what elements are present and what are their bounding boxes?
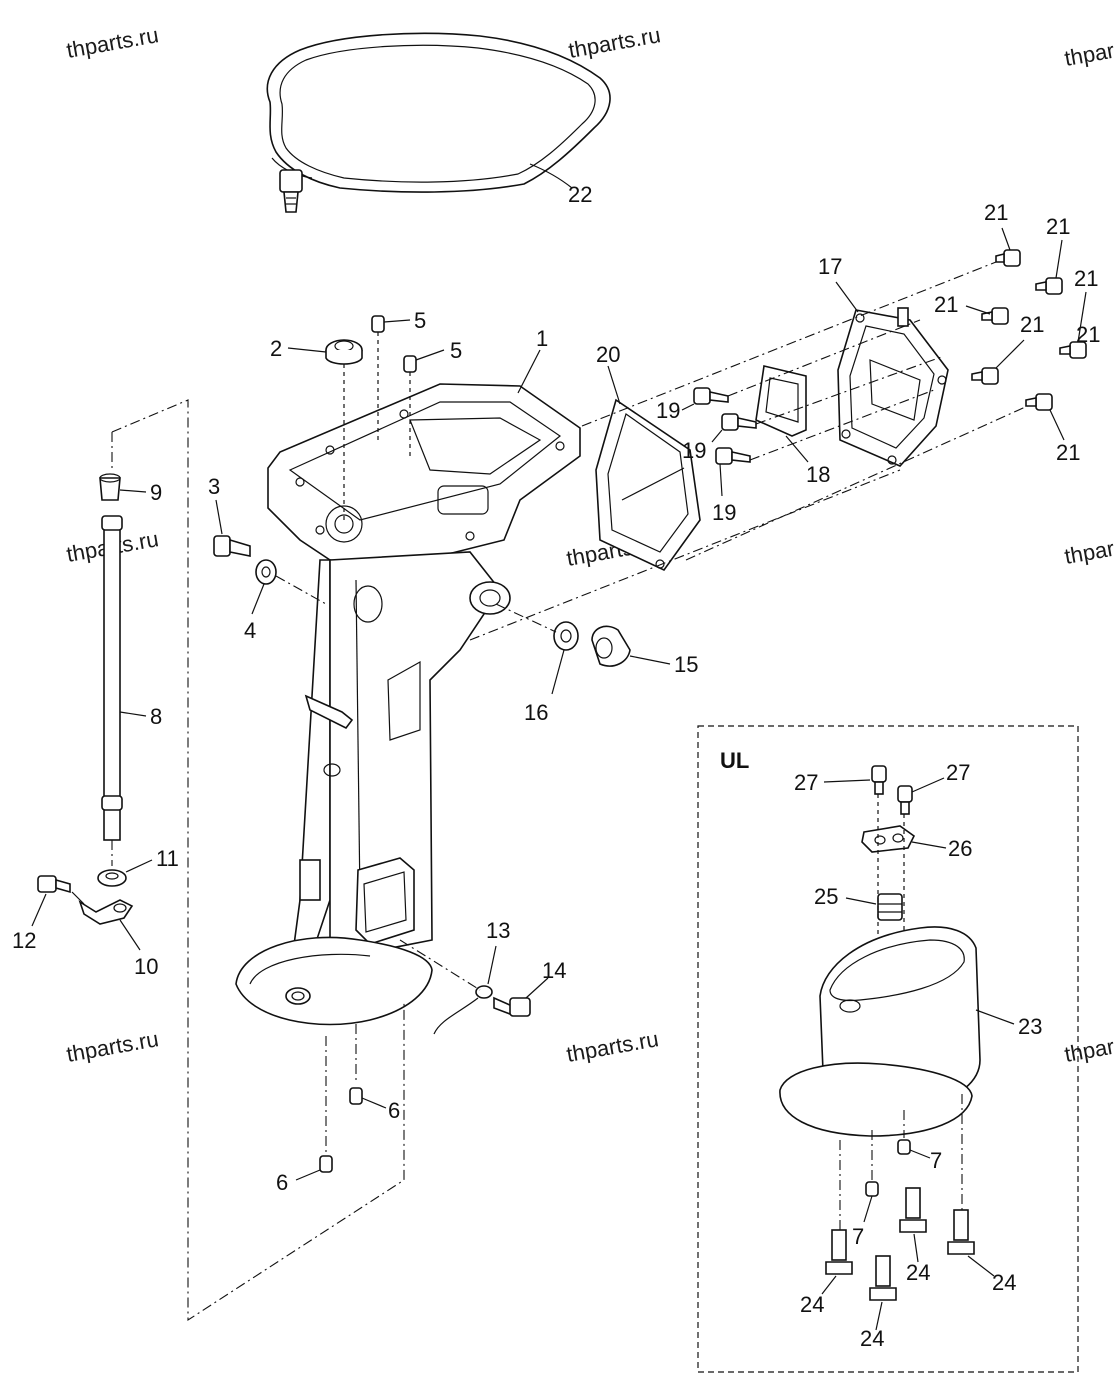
gasket-part-20 [595, 398, 701, 572]
callout-label: 6 [276, 1170, 288, 1195]
callout-label: 13 [486, 918, 510, 943]
callout-label: 21 [1074, 266, 1098, 291]
bolt-part-24 [825, 1187, 975, 1301]
callout-label: 27 [946, 760, 970, 785]
dowel-pin-part-7 [865, 1139, 911, 1197]
callout-label: 21 [1020, 312, 1044, 337]
plate-part-18 [755, 365, 807, 437]
callout-label: 19 [682, 438, 706, 463]
extension-plate-part-23 [779, 926, 981, 1137]
watermark: thparts.ru [65, 1026, 161, 1067]
callout-label: 6 [388, 1098, 400, 1123]
grommet-part-9 [99, 473, 121, 501]
watermark: thpar [1063, 536, 1115, 569]
watermark: thparts.ru [65, 22, 161, 63]
callout-label: 1 [536, 326, 548, 351]
callout-label: 5 [450, 338, 462, 363]
callout-label: 24 [800, 1292, 824, 1317]
callout-label: 2 [270, 336, 282, 361]
bolt-part-12 [37, 875, 71, 894]
bolt-part-19 [693, 387, 757, 465]
callout-label: 21 [1076, 322, 1100, 347]
water-tube-part-8 [101, 515, 123, 841]
gasket-part-16 [553, 621, 579, 651]
plate-part-26 [861, 825, 916, 853]
callout-label: 19 [656, 398, 680, 423]
callout-label: 8 [150, 704, 162, 729]
callout-label: 10 [134, 954, 158, 979]
bolt-part-27 [871, 765, 913, 815]
plug-part-15 [591, 625, 631, 667]
callout-label: 21 [934, 292, 958, 317]
ul-inset-frame [697, 725, 1079, 1373]
callout-label: 20 [596, 342, 620, 367]
bolt-part-14 [493, 996, 531, 1017]
callout-label: 22 [568, 182, 592, 207]
callout-label: 11 [156, 846, 179, 871]
callout-label: 3 [208, 474, 220, 499]
drive-shaft-housing-part-1 [235, 383, 581, 1026]
watermark: thparts.ru [565, 1026, 661, 1067]
callout-label: 7 [852, 1224, 864, 1249]
callout-label: 26 [948, 836, 972, 861]
callout-layer: 1 2 3 4 5 5 6 6 7 7 8 9 10 11 12 13 14 1… [12, 182, 1100, 1351]
callout-label: 21 [1056, 440, 1080, 465]
clamp-part-10 [78, 899, 134, 925]
watermark: thparts.ru [567, 22, 663, 63]
ground-wire-part-13 [433, 985, 493, 1035]
callout-label: 12 [12, 928, 36, 953]
callout-label: 18 [806, 462, 830, 487]
watermark: thpar [1063, 1034, 1115, 1067]
callout-label: 14 [542, 958, 566, 983]
grommet-part-11 [97, 869, 127, 887]
callout-label: 23 [1018, 1014, 1042, 1039]
callout-label: 5 [414, 308, 426, 333]
oil-seal-part-2 [325, 339, 363, 365]
callout-label: 21 [1046, 214, 1070, 239]
watermark: thpar [1063, 38, 1115, 71]
callout-label: 7 [930, 1148, 942, 1173]
bolt-part-3 [213, 535, 251, 557]
callout-label: 24 [860, 1326, 884, 1351]
callout-label: 15 [674, 652, 698, 677]
nut-part-25 [877, 893, 903, 921]
callout-label: 27 [794, 770, 818, 795]
callout-label: 24 [992, 1270, 1016, 1295]
callout-label: 17 [818, 254, 842, 279]
callout-label: 21 [984, 200, 1008, 225]
washer-part-4 [255, 559, 277, 585]
callout-label: 25 [814, 884, 838, 909]
callout-label: 16 [524, 700, 548, 725]
cover-part-17 [837, 307, 949, 467]
inset-label-ul: UL [720, 748, 749, 773]
seal-ring-part-22 [266, 32, 611, 213]
callout-label: 24 [906, 1260, 930, 1285]
callout-label: 19 [712, 500, 736, 525]
callout-label: 4 [244, 618, 256, 643]
callout-label: 9 [150, 480, 162, 505]
dowel-pin-part-6 [319, 1087, 363, 1173]
